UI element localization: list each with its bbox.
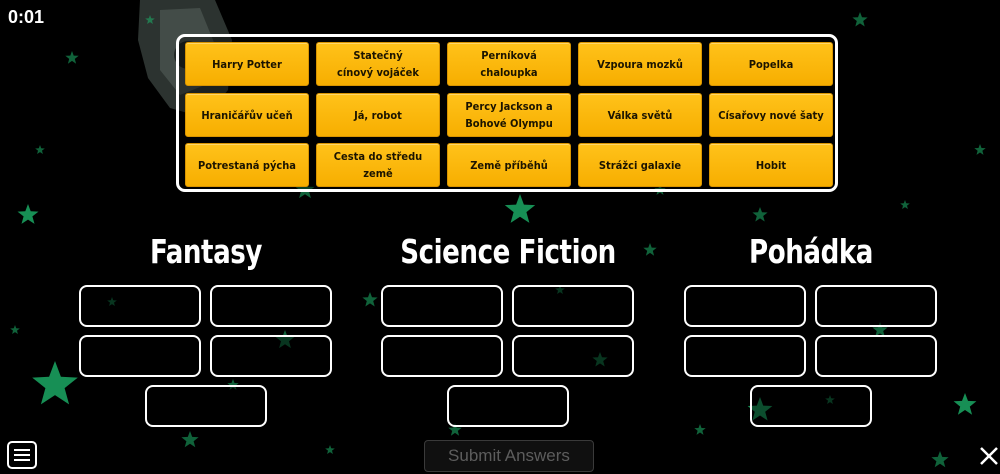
star-icon <box>974 144 986 155</box>
star-icon <box>592 352 608 367</box>
star-icon <box>362 292 378 307</box>
star-icon <box>747 397 773 421</box>
answer-tile-label: Já, robot <box>354 108 402 122</box>
star-icon <box>825 395 835 404</box>
answer-tile-label: Harry Potter <box>212 57 282 71</box>
answer-tile[interactable]: Já, robot <box>316 93 440 137</box>
star-icon <box>181 431 199 448</box>
star-icon <box>504 194 536 223</box>
star-icon <box>17 204 39 224</box>
answer-tile-label: Válka světů <box>607 108 673 122</box>
answer-tile[interactable]: Statečný cínový vojáček <box>316 42 440 86</box>
answer-tile[interactable]: Země příběhů <box>447 143 571 187</box>
star-icon <box>953 393 977 415</box>
category-title: Fantasy <box>149 232 263 271</box>
category-title: Pohádka <box>749 232 873 271</box>
star-icon <box>931 451 949 468</box>
answer-tile-label: Perníková chaloupka <box>480 49 538 79</box>
answer-tile-label: Potrestaná pýcha <box>198 158 296 172</box>
star-icon <box>900 200 910 209</box>
timer: 0:01 <box>8 7 45 27</box>
drop-slot[interactable] <box>684 285 806 327</box>
answer-tile[interactable]: Percy Jackson a Bohové Olympu <box>447 93 571 137</box>
answer-tile-label: Hraničářův učeň <box>201 108 293 122</box>
star-icon <box>694 424 706 435</box>
answer-tile[interactable]: Strážci galaxie <box>578 143 702 187</box>
answer-tile[interactable]: Perníková chaloupka <box>447 42 571 86</box>
drop-slot[interactable] <box>79 335 201 377</box>
star-icon <box>65 51 79 64</box>
drop-slot[interactable] <box>815 335 937 377</box>
category-title: Science Fiction <box>400 232 616 271</box>
answer-tile-label: Statečný cínový vojáček <box>337 49 419 79</box>
answer-tile[interactable]: Císařovy nové šaty <box>709 93 833 137</box>
answer-tile-label: Císařovy nové šaty <box>718 108 824 122</box>
star-icon <box>643 243 657 256</box>
answer-tile[interactable]: Hobit <box>709 143 833 187</box>
answer-tile-label: Strážci galaxie <box>598 158 682 172</box>
drop-slot[interactable] <box>750 385 872 427</box>
drop-slot[interactable] <box>381 285 503 327</box>
answer-tile[interactable]: Hraničářův učeň <box>185 93 309 137</box>
answer-tile-label: Hobit <box>755 158 787 172</box>
star-icon <box>325 445 335 454</box>
star-icon <box>275 330 295 349</box>
drop-slot[interactable] <box>512 285 634 327</box>
close-icon[interactable] <box>978 443 1000 469</box>
answer-tile-label: Země příběhů <box>470 158 548 172</box>
answer-tile[interactable]: Vzpoura mozků <box>578 42 702 86</box>
drop-slot[interactable] <box>381 335 503 377</box>
drop-slot[interactable] <box>815 285 937 327</box>
star-icon <box>145 15 155 24</box>
drop-slot[interactable] <box>684 335 806 377</box>
drop-slot[interactable] <box>79 285 201 327</box>
answer-tile[interactable]: Popelka <box>709 42 833 86</box>
drop-slot[interactable] <box>210 335 332 377</box>
hamburger-menu-icon[interactable] <box>7 441 37 469</box>
star-icon <box>10 325 20 334</box>
answer-tile[interactable]: Potrestaná pýcha <box>185 143 309 187</box>
star-icon <box>852 12 868 27</box>
star-icon <box>107 297 117 306</box>
star-icon <box>227 379 239 390</box>
drop-slot[interactable] <box>210 285 332 327</box>
star-icon <box>32 361 78 405</box>
drop-slot[interactable] <box>512 335 634 377</box>
answer-tile-label: Cesta do středu země <box>333 150 423 180</box>
answer-tile-label: Popelka <box>748 57 794 71</box>
star-icon <box>35 145 45 154</box>
answer-tile[interactable]: Cesta do středu země <box>316 143 440 187</box>
submit-answers-button[interactable]: Submit Answers <box>424 440 594 472</box>
drop-slot[interactable] <box>145 385 267 427</box>
star-icon <box>872 322 888 337</box>
answer-tile-label: Vzpoura mozků <box>597 57 683 71</box>
star-icon <box>555 285 565 294</box>
answer-tile[interactable]: Harry Potter <box>185 42 309 86</box>
star-icon <box>752 207 768 222</box>
answer-tile-label: Percy Jackson a Bohové Olympu <box>465 100 553 130</box>
answer-tile[interactable]: Válka světů <box>578 93 702 137</box>
star-icon <box>448 423 462 436</box>
drop-slot[interactable] <box>447 385 569 427</box>
